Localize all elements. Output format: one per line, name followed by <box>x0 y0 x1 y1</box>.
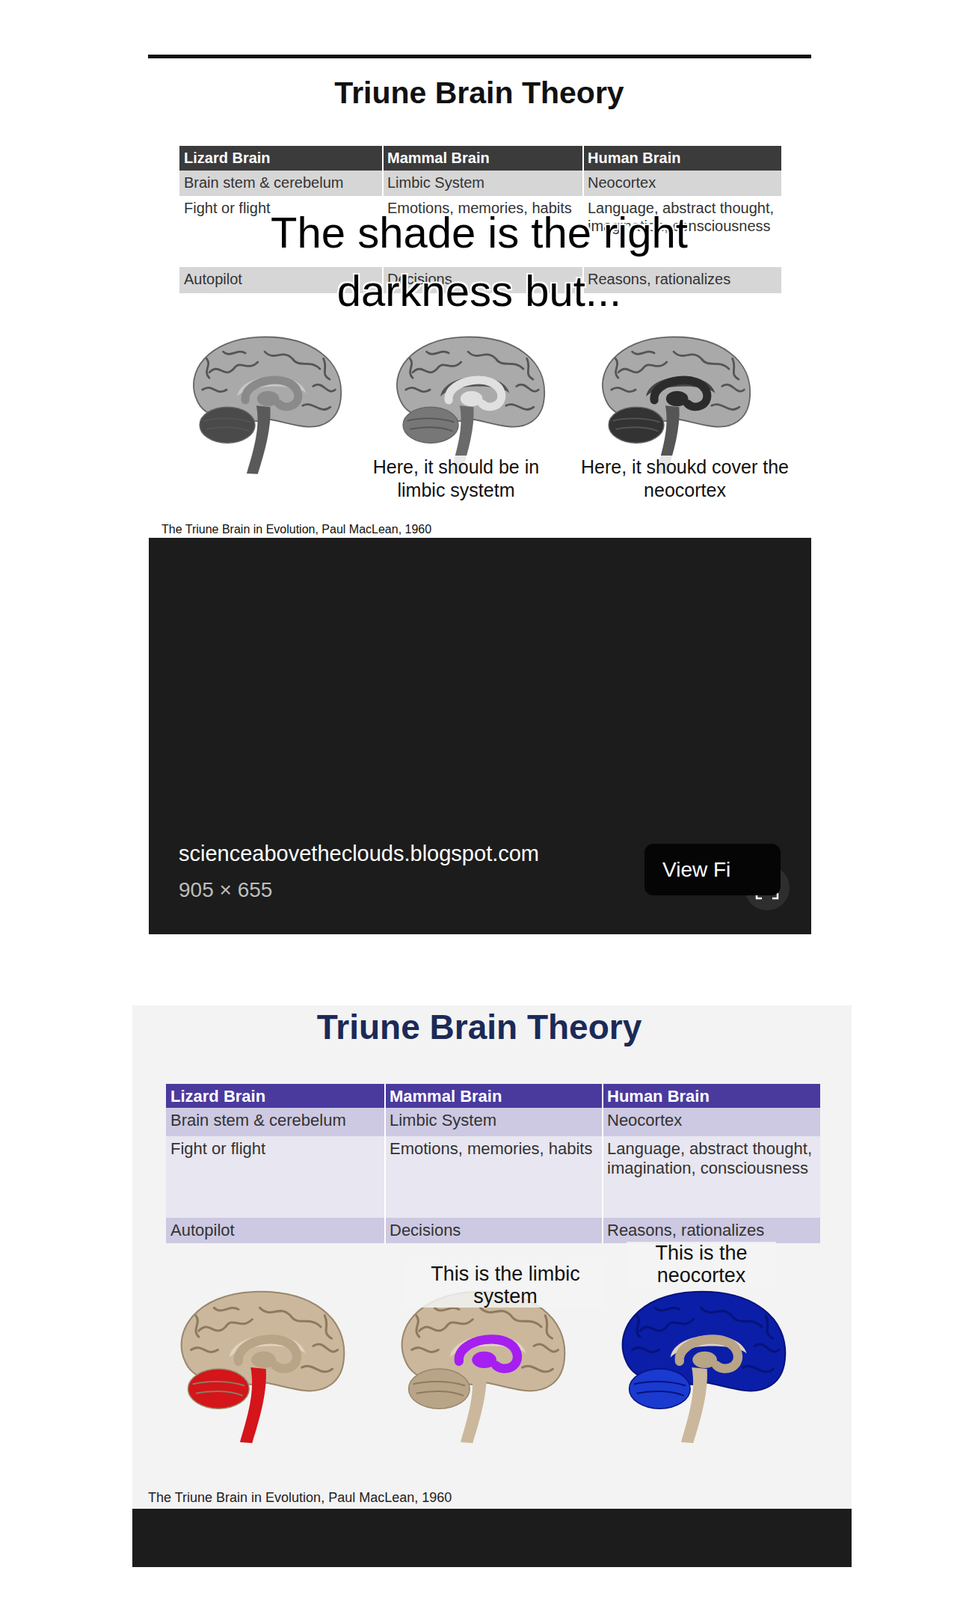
table-cell: Fight or flight <box>170 1138 383 1159</box>
annotation: Here, it shoukd cover the neocortex <box>574 455 796 503</box>
table-cell: Mammal Brain <box>387 148 581 167</box>
table-cell: Brain stem & cerebelum <box>170 1110 383 1130</box>
table-cell: Human Brain <box>607 1086 818 1106</box>
view-button: View Fi <box>644 843 781 895</box>
heading: Triune Brain Theory <box>254 1006 704 1048</box>
table-cell: Neocortex <box>587 173 779 192</box>
brain-figure <box>402 1291 566 1443</box>
button-label: View Fi <box>662 857 731 882</box>
source-caption: The Triune Brain in Evolution, Paul MacL… <box>161 521 685 537</box>
table-grid <box>165 1083 821 1243</box>
dark-bar <box>132 1508 852 1567</box>
table-cell: Reasons, rationalizes <box>607 1220 818 1240</box>
table-cell: Lizard Brain <box>183 148 380 167</box>
source-caption: The Triune Brain in Evolution, Paul MacL… <box>148 1489 672 1506</box>
brain-figure <box>397 337 545 475</box>
dark-panel <box>148 537 812 934</box>
brain-figure <box>181 1291 345 1443</box>
table-cell: Emotions, memories, habits <box>389 1138 600 1159</box>
table-cell: Limbic System <box>389 1110 600 1130</box>
table-cell: Mammal Brain <box>389 1086 600 1106</box>
annotation: Here, it should be in limbic systetm <box>357 455 555 503</box>
table-cell: Lizard Brain <box>170 1086 383 1106</box>
table-cell: Neocortex <box>607 1110 818 1130</box>
table-cell: Limbic System <box>387 173 581 192</box>
overlay-caption: The shade is the right darkness but... <box>217 203 741 321</box>
table-cell: Decisions <box>389 1220 600 1240</box>
annotation: This is the limbic system <box>404 1262 607 1307</box>
annotation: This is the neocortex <box>626 1241 777 1286</box>
table-cell: Brain stem & cerebelum <box>183 173 380 192</box>
brain-figure <box>193 337 341 475</box>
heading: Triune Brain Theory <box>254 74 704 112</box>
brain-figure <box>602 337 750 475</box>
table-cell: Language, abstract thought, imagination,… <box>607 1138 818 1179</box>
url-text: scienceabovetheclouds.blogspot.com <box>178 840 643 867</box>
table-cell: Human Brain <box>587 148 779 167</box>
table-cell: Autopilot <box>170 1220 383 1240</box>
top-rule <box>148 54 812 59</box>
brain-figure <box>622 1291 786 1443</box>
slide-ground <box>132 1004 852 1509</box>
size-text: 905 × 655 <box>178 877 403 903</box>
